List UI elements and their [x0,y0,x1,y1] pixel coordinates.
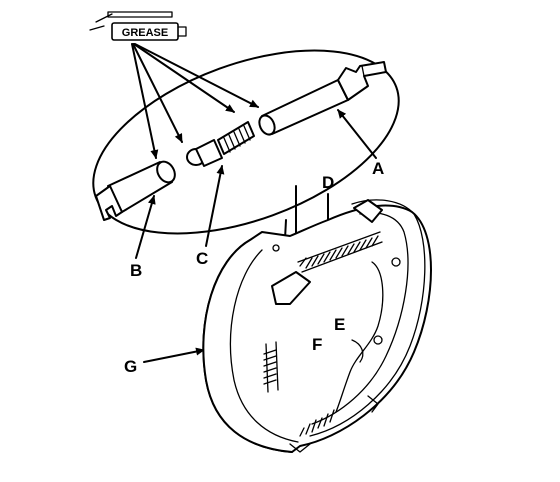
grease-arrow-c2 [133,43,235,113]
socket-fork [95,185,123,221]
bolt-hex [195,139,223,167]
adjuster-rod-part [258,61,387,136]
socket-end [156,160,176,184]
leader-a [337,109,377,159]
adjuster-rod-fork [337,61,387,101]
hole-3 [272,244,280,252]
parking-brake-lever [335,261,384,413]
shoe-rim-right [309,199,426,437]
adjuster-rod-end [258,114,276,136]
grease-arrows [131,43,259,159]
grease-symbol: GREASE [89,11,187,41]
grease-tube-cap [177,26,187,37]
grease-nozzle [89,13,113,31]
shoe-inner-rim [311,212,409,425]
callout-a: A [372,159,384,178]
callout-e: E [334,315,345,334]
callout-g: G [124,357,137,376]
grease-arrow-c [132,43,183,143]
grease-label: GREASE [122,27,168,39]
lever-pivot [351,339,364,363]
grease-tube-top [107,11,173,18]
callout-d: D [322,173,334,192]
adjuster-bolt-part [186,121,255,167]
callout-f: F [312,335,322,354]
brake-shoe-assembly [202,199,432,453]
hole-2 [373,335,383,345]
top-anchor-plate [353,199,383,223]
bolt-thread-lines [223,125,251,153]
grease-label-box [111,22,179,41]
callout-b: B [130,261,142,280]
adjuster-lever [271,271,311,305]
upper-spring-edges [297,231,383,273]
hold-down-spring-edges [265,341,279,393]
callout-c: C [196,249,208,268]
adjuster-socket-part [95,160,176,221]
leader-g [143,347,205,363]
grease-arrow-b [131,43,159,159]
leader-b [135,195,156,259]
bottom-anchor [289,443,311,453]
grease-arrow-a [134,43,259,108]
upper-return-spring [299,235,379,269]
adjuster-rod-slot [361,65,365,77]
bottom-clip [367,395,379,413]
shoe-web-edge [229,249,299,443]
hold-down-spring [263,349,277,385]
hole-1 [391,257,401,267]
brake-shoe-outline [202,204,432,453]
leader-c [205,165,225,247]
lower-return-spring [299,409,335,437]
